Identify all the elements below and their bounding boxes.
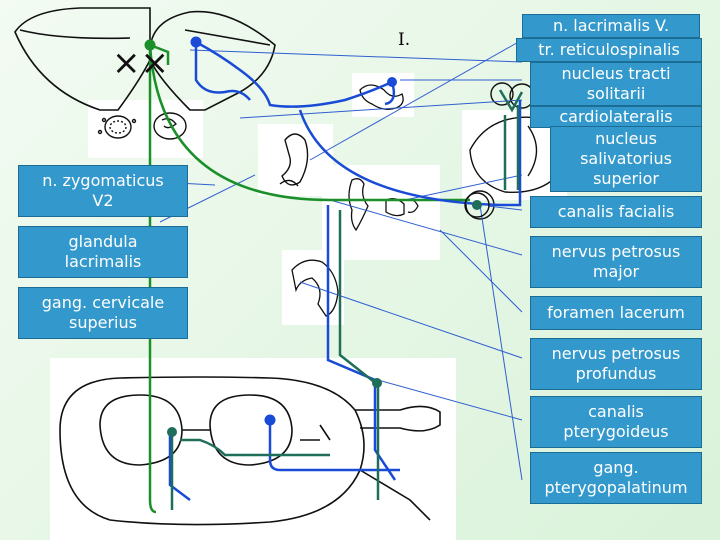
label-canalis-facialis: canalis facialis — [530, 196, 702, 228]
label-nucleus-tracti-solitarii: nucleus tracti solitarii — [530, 62, 702, 106]
label-nucleus-salivatorius-superior: nucleus salivatorius superior — [550, 126, 702, 192]
label-cardiolateralis: cardiolateralis — [530, 106, 702, 128]
label-nervus-petrosus-profundus: nervus petrosus profundus — [530, 338, 702, 390]
nucleus-vignette — [97, 112, 187, 140]
parasympathetic-path — [168, 40, 522, 501]
label-canalis-pterygoideus: canalis pterygoideus — [530, 396, 702, 448]
petrosal-vignette — [291, 259, 339, 317]
label-n-lacrimalis: n. lacrimalis V. — [522, 14, 700, 38]
sympathetic-path — [148, 43, 470, 514]
label-gang-cervicale-superius: gang. cervicale superius — [18, 287, 188, 339]
label-glandula-lacrimalis: glandula lacrimalis — [18, 226, 188, 278]
node-pons — [387, 77, 397, 87]
label-tr-reticulospinalis: tr. reticulospinalis — [516, 38, 702, 62]
node-spinal-left — [167, 427, 177, 437]
node-ganglion-outline — [464, 192, 490, 218]
node-spinal-right — [264, 414, 276, 426]
canal-vignette-panel — [322, 165, 440, 260]
node-ganglion — [472, 200, 482, 210]
spinal-cord-section — [59, 376, 441, 526]
ganglion-vignette — [279, 133, 309, 187]
spinal-cord-panel — [50, 358, 456, 540]
label-n-zygomaticus: n. zygomaticus V2 — [18, 165, 188, 217]
pons-vignette — [359, 84, 404, 110]
pointer-lines — [119, 39, 523, 481]
node-brainstem-green — [144, 39, 156, 51]
node-cervical — [372, 378, 382, 388]
petrosal-vignette-panel — [282, 250, 344, 325]
label-foramen-lacerum: foramen lacerum — [530, 296, 702, 330]
label-nervus-petrosus-major: nervus petrosus major — [530, 236, 702, 288]
node-brainstem-blue — [190, 36, 202, 48]
neuron-nodes — [144, 36, 490, 437]
postganglionic-path — [170, 89, 524, 510]
label-gang-pterygopalatinum: gang. pterygopalatinum — [530, 452, 702, 504]
decussation-mark: ×× — [112, 43, 169, 83]
figure-number: I. — [398, 30, 411, 50]
